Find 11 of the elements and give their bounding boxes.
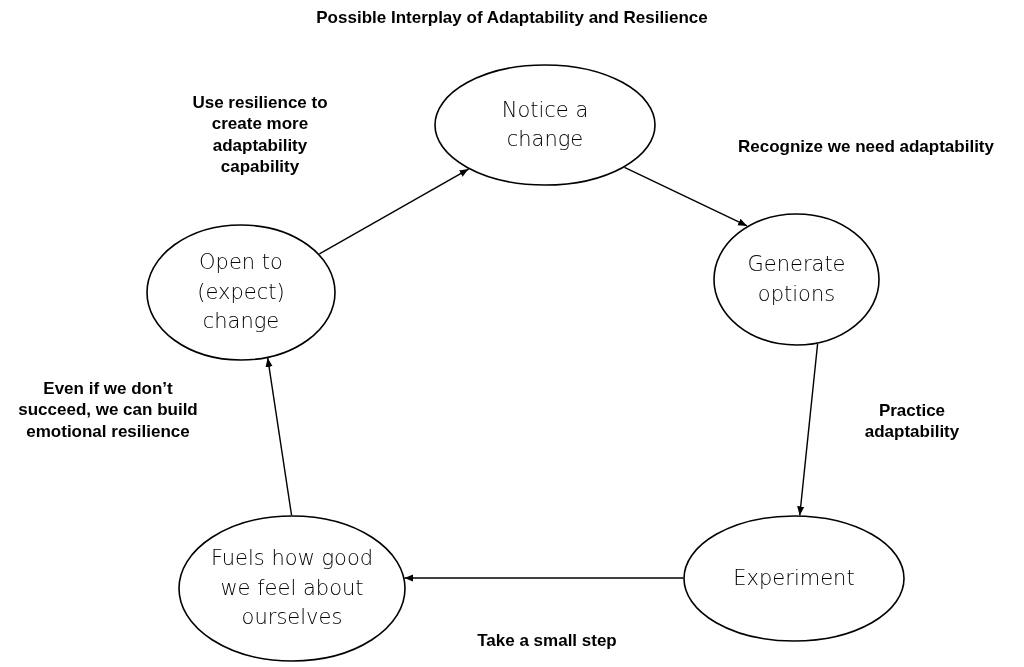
node-label: Generate options (746, 251, 847, 308)
arrow (403, 574, 685, 582)
node-label: Notice a change (500, 96, 590, 153)
arrow (797, 343, 819, 517)
node-label: Experiment (733, 564, 855, 592)
arrow (265, 357, 293, 516)
arrow (318, 168, 470, 255)
node-label: Open to (expect) change (196, 249, 286, 336)
node-label: Fuels how good we feel about ourselves (209, 545, 375, 632)
diagram-title: Possible Interplay of Adaptability and Resilience (315, 8, 709, 28)
arrow (623, 166, 748, 227)
